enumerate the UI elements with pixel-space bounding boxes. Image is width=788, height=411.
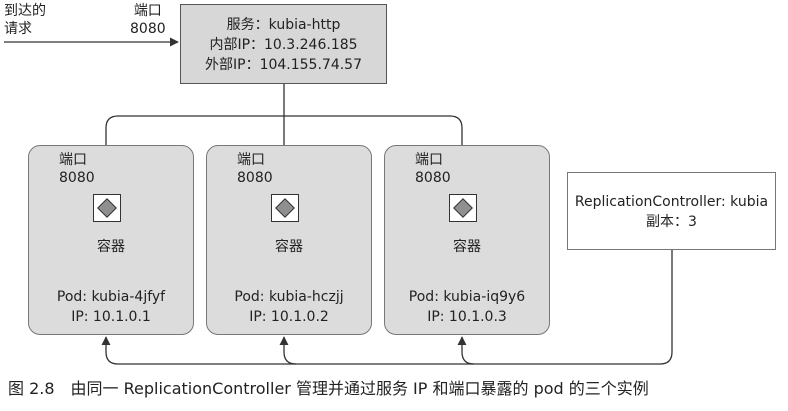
diamond-icon xyxy=(275,198,295,218)
pod-ip: IP: 10.1.0.1 xyxy=(71,309,151,325)
pod-name: Pod: kubia-4jfyf xyxy=(56,289,166,305)
container-label: 容器 xyxy=(275,239,303,255)
figure-caption: 图 2.8 由同一 ReplicationController 管理并通过服务 … xyxy=(8,379,649,398)
rc-branch-pod-3 xyxy=(457,336,475,365)
service-to-pods-line xyxy=(105,84,463,129)
container-label: 容器 xyxy=(97,239,125,255)
rc-name: ReplicationController: kubia xyxy=(574,194,769,210)
service-name: 服务：kubia-http xyxy=(226,17,341,33)
service-external-ip: 外部IP：104.155.74.57 xyxy=(205,57,362,73)
pod-port-label: 端口 8080 xyxy=(59,151,95,187)
pod-port-value: 8080 xyxy=(237,170,273,186)
pod-name: Pod: kubia-hczjj xyxy=(234,289,344,305)
pod-port-label: 端口 8080 xyxy=(415,151,451,187)
incoming-label-line1: 到达的 xyxy=(4,3,46,19)
incoming-label-line2: 请求 xyxy=(4,21,32,37)
container-icon xyxy=(449,194,477,222)
service-internal-ip: 内部IP：10.3.246.185 xyxy=(209,37,358,53)
diamond-icon xyxy=(97,198,117,218)
container-icon xyxy=(93,194,121,222)
pod-ip: IP: 10.1.0.2 xyxy=(249,309,329,325)
pod-port-label: 端口 8080 xyxy=(237,151,273,187)
incoming-request-label: 到达的 请求 xyxy=(4,2,46,38)
service-port-text: 端口 xyxy=(133,3,162,19)
rc-replicas: 副本：3 xyxy=(646,214,697,230)
pod-ip: IP: 10.1.0.3 xyxy=(427,309,507,325)
rc-management-line xyxy=(105,250,673,365)
pod-box: 端口 8080 容器 Pod: kubia-iq9y6 IP: 10.1.0.3 xyxy=(384,145,550,335)
container-icon xyxy=(271,194,299,222)
pod-port-text: 端口 xyxy=(237,152,265,168)
pod-box: 端口 8080 容器 Pod: kubia-4jfyf IP: 10.1.0.1 xyxy=(28,145,194,335)
service-box: 服务：kubia-http 内部IP：10.3.246.185 外部IP：104… xyxy=(180,4,387,84)
pod-port-value: 8080 xyxy=(59,170,95,186)
diamond-icon xyxy=(453,198,473,218)
pod-port-text: 端口 xyxy=(59,152,87,168)
pod-box: 端口 8080 容器 Pod: kubia-hczjj IP: 10.1.0.2 xyxy=(206,145,372,335)
container-label: 容器 xyxy=(453,239,481,255)
pod-name: Pod: kubia-iq9y6 xyxy=(408,289,526,305)
pod-port-value: 8080 xyxy=(415,170,451,186)
replication-controller-box: ReplicationController: kubia 副本：3 xyxy=(567,172,776,250)
pod-port-text: 端口 xyxy=(415,152,443,168)
service-port-label: 端口 8080 xyxy=(130,2,166,38)
rc-branch-pod-2 xyxy=(279,336,297,365)
service-port-value: 8080 xyxy=(130,21,166,37)
